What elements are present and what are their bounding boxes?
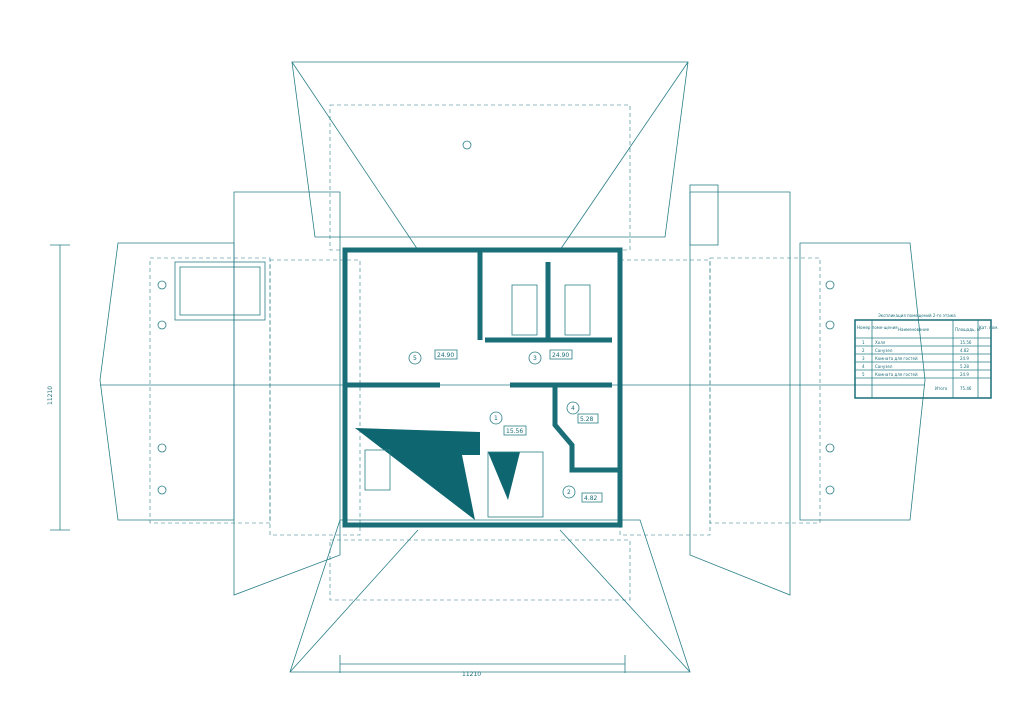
stair-void bbox=[355, 284, 591, 520]
table-total-row: Итого 75.46 bbox=[935, 386, 972, 391]
svg-text:3: 3 bbox=[533, 355, 537, 362]
svg-text:Экспликация помещений 2-го эта: Экспликация помещений 2-го этажа bbox=[878, 313, 956, 318]
svg-text:5.28: 5.28 bbox=[580, 416, 594, 423]
walls bbox=[342, 247, 623, 528]
table-row: 3 Комната для гостей 24.9 bbox=[862, 356, 969, 361]
svg-text:Номер поме-щения: Номер поме-щения bbox=[857, 325, 898, 330]
svg-text:Санузел: Санузел bbox=[875, 348, 893, 353]
svg-text:Кат. пом.: Кат. пом. bbox=[979, 325, 999, 330]
svg-text:24.90: 24.90 bbox=[437, 352, 454, 359]
table-row: 5 Комната для гостей 24.9 bbox=[862, 372, 969, 377]
svg-text:5: 5 bbox=[413, 355, 417, 362]
svg-text:4: 4 bbox=[862, 364, 865, 369]
dimension-vertical: 11210 bbox=[47, 244, 70, 531]
svg-text:5.28: 5.28 bbox=[960, 364, 969, 369]
svg-text:15.56: 15.56 bbox=[506, 428, 523, 435]
svg-text:4.82: 4.82 bbox=[584, 495, 598, 502]
room-4: 45.28 bbox=[566, 401, 599, 424]
svg-text:3: 3 bbox=[862, 356, 865, 361]
svg-text:Площадь, м²: Площадь, м² bbox=[955, 327, 982, 332]
svg-text:4: 4 bbox=[571, 405, 575, 412]
hidden-beams bbox=[149, 104, 835, 601]
room-2: 24.82 bbox=[562, 485, 603, 503]
svg-text:24.9: 24.9 bbox=[960, 356, 969, 361]
table-row: 2 Санузел 4.82 bbox=[862, 348, 969, 353]
svg-text:1: 1 bbox=[494, 415, 498, 422]
dimension-horizontal: 11210 bbox=[339, 655, 626, 678]
svg-text:11210: 11210 bbox=[47, 386, 54, 405]
svg-text:24.9: 24.9 bbox=[960, 372, 969, 377]
table-row: 1 Холл 15.56 bbox=[862, 340, 972, 345]
svg-text:24.90: 24.90 bbox=[552, 352, 569, 359]
svg-text:Комната для гостей: Комната для гостей bbox=[875, 356, 918, 361]
svg-text:Холл: Холл bbox=[875, 340, 886, 345]
svg-text:Итого: Итого bbox=[935, 386, 948, 391]
svg-text:4.82: 4.82 bbox=[960, 348, 969, 353]
room-1: 115.56 bbox=[489, 411, 527, 436]
svg-text:Наименование: Наименование bbox=[898, 327, 930, 332]
svg-text:2: 2 bbox=[862, 348, 865, 353]
svg-text:5: 5 bbox=[862, 372, 865, 377]
svg-text:11210: 11210 bbox=[462, 671, 481, 678]
svg-text:Санузел: Санузел bbox=[875, 364, 893, 369]
table-row: 4 Санузел 5.28 bbox=[862, 364, 969, 369]
room-schedule-table: Экспликация помещений 2-го этажа Номер п… bbox=[854, 313, 999, 399]
svg-text:15.56: 15.56 bbox=[960, 340, 972, 345]
svg-text:2: 2 bbox=[567, 489, 571, 496]
roof-outline bbox=[99, 61, 926, 673]
svg-text:1: 1 bbox=[862, 340, 865, 345]
svg-text:75.46: 75.46 bbox=[960, 386, 972, 391]
svg-text:Комната для гостей: Комната для гостей bbox=[875, 372, 918, 377]
